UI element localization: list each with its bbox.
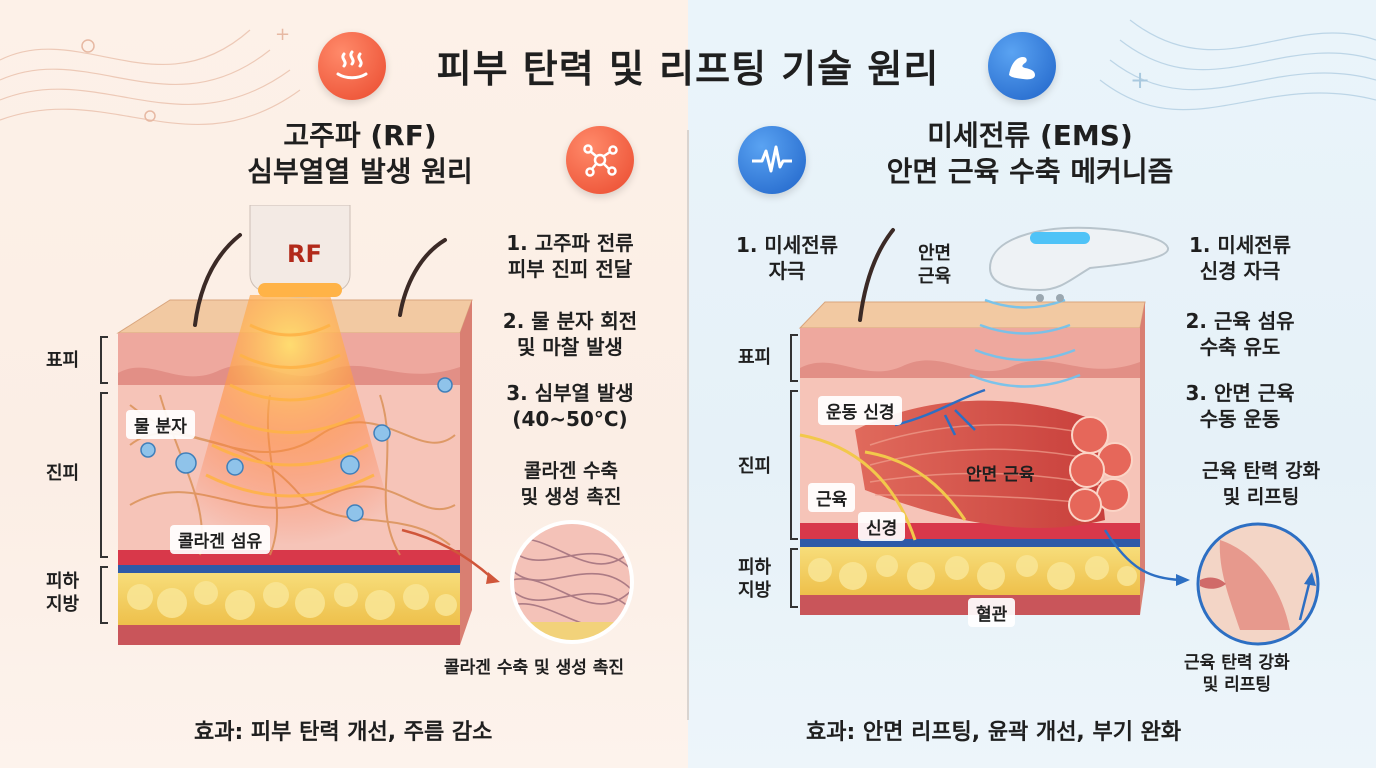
ems-step-3-line2: 수동 운동 — [1199, 407, 1281, 431]
tag-nerve: 신경 — [858, 512, 906, 541]
dermis-bracket — [100, 392, 110, 558]
rf-collagen-note-line2: 및 생성 촉진 — [520, 486, 622, 508]
rf-collagen-note: 콜라겐 수축 및 생성 촉진 — [486, 458, 656, 510]
ems-firming-line1: 근육 탄력 강화 — [1201, 460, 1321, 482]
ems-fat-bracket — [790, 548, 800, 608]
fat-bracket — [100, 566, 110, 624]
ems-step-2: 2. 근육 섬유 수축 유도 — [1160, 308, 1320, 360]
rf-layer-fat-line2: 지방 — [46, 594, 80, 615]
rf-heading-line1: 고주파 (RF) — [283, 119, 437, 152]
ems-dermis-bracket — [790, 390, 800, 540]
rf-device-label: RF — [287, 240, 322, 268]
ems-step-3-line1: 3. 안면 근육 — [1185, 381, 1295, 405]
ems-layer-fat: 피하 지방 — [738, 556, 771, 602]
rf-heading-line2: 심부열열 발생 원리 — [247, 155, 473, 188]
ems-layer-epidermis: 표피 — [738, 347, 772, 368]
rf-collagen-caption: 콜라겐 수축 및 생성 촉진 — [444, 658, 625, 678]
tag-motor-nerve: 운동 신경 — [818, 396, 903, 425]
rf-step-3: 3. 심부열 발생 (40~50°C) — [480, 380, 660, 432]
page-title: 피부 탄력 및 리프팅 기술 원리 — [436, 47, 940, 91]
rf-step-3-line1: 3. 심부열 발생 — [506, 381, 634, 405]
rf-layer-epidermis: 표피 — [46, 350, 80, 371]
face-lift-magnifier — [1103, 522, 1320, 646]
rf-step-2-line1: 2. 물 분자 회전 — [502, 309, 638, 333]
ems-firming-line2: 및 리프팅 — [1222, 486, 1300, 508]
epidermis-bracket — [100, 336, 110, 384]
svg-text:+: + — [1130, 66, 1150, 94]
ems-step-2-line2: 수축 유도 — [1199, 335, 1281, 359]
ems-firming-caption: 근육 탄력 강화 및 리프팅 — [1184, 652, 1290, 696]
collagen-magnifier — [401, 520, 634, 644]
ems-step-1-line1: 1. 미세전류 — [1188, 233, 1292, 257]
ems-stim-line1: 1. 미세전류 — [735, 233, 839, 257]
rf-step-3-line2: (40~50°C) — [512, 407, 628, 431]
rf-layer-fat-line1: 피하 — [46, 571, 80, 592]
ems-epidermis-bracket — [790, 334, 800, 382]
rf-step-2: 2. 물 분자 회전 및 마찰 발생 — [480, 308, 660, 360]
ems-step-2-line1: 2. 근육 섬유 — [1185, 309, 1295, 333]
ems-device — [988, 226, 1169, 302]
rf-step-1: 1. 고주파 전류 피부 진피 전달 — [480, 230, 660, 282]
rf-step-1-line1: 1. 고주파 전류 — [506, 231, 634, 255]
molecule-icon — [566, 126, 634, 194]
rf-step-1-line2: 피부 진피 전달 — [507, 257, 633, 281]
svg-text:+: + — [275, 24, 290, 45]
muscle-arm-icon — [988, 32, 1056, 100]
ems-heading: 미세전류 (EMS) 안면 근육 수축 메커니즘 — [830, 118, 1230, 190]
ems-firming-note: 근육 탄력 강화 및 리프팅 — [1176, 458, 1346, 510]
rf-layer-dermis: 진피 — [46, 463, 80, 484]
tag-face-muscle: 안면 근육 — [966, 465, 1035, 485]
ems-step-1-line2: 신경 자극 — [1199, 259, 1281, 283]
ems-face-muscle-top-line1: 안면 — [918, 243, 952, 264]
ems-layer-fat-line1: 피하 — [738, 557, 772, 578]
tag-blood-vessel: 혈관 — [968, 598, 1016, 627]
ems-face-muscle-top-line2: 근육 — [918, 266, 952, 287]
ems-firming-caption-line1: 근육 탄력 강화 — [1184, 653, 1290, 673]
rf-heading: 고주파 (RF) 심부열열 발생 원리 — [190, 118, 530, 190]
ems-face-muscle-top: 안면 근육 — [918, 242, 951, 288]
pulse-wave-icon — [738, 126, 806, 194]
ems-step-3: 3. 안면 근육 수동 운동 — [1160, 380, 1320, 432]
heat-waves-icon — [318, 32, 386, 100]
rf-layer-fat: 피하 지방 — [46, 570, 79, 616]
tag-water-molecule: 물 분자 — [126, 410, 195, 439]
ems-layer-dermis: 진피 — [738, 456, 772, 477]
ems-firming-caption-line2: 및 리프팅 — [1202, 675, 1272, 695]
rf-effect: 효과: 피부 탄력 개선, 주름 감소 — [194, 720, 493, 745]
ems-stim-line2: 자극 — [768, 259, 806, 283]
ems-step-1: 1. 미세전류 신경 자극 — [1160, 232, 1320, 284]
ems-heading-line1: 미세전류 (EMS) — [927, 119, 1133, 152]
ems-effect: 효과: 안면 리프팅, 윤곽 개선, 부기 완화 — [806, 720, 1182, 745]
tag-collagen-fiber: 콜라겐 섬유 — [170, 525, 271, 554]
rf-collagen-note-line1: 콜라겐 수축 — [523, 460, 618, 482]
ems-layer-fat-line2: 지방 — [738, 580, 772, 601]
rf-step-2-line2: 및 마찰 발생 — [517, 335, 623, 359]
ems-heading-line2: 안면 근육 수축 메커니즘 — [886, 155, 1174, 188]
panel-divider — [687, 130, 689, 720]
ems-stim-label: 1. 미세전류 자극 — [712, 232, 862, 284]
tag-muscle: 근육 — [808, 483, 856, 512]
